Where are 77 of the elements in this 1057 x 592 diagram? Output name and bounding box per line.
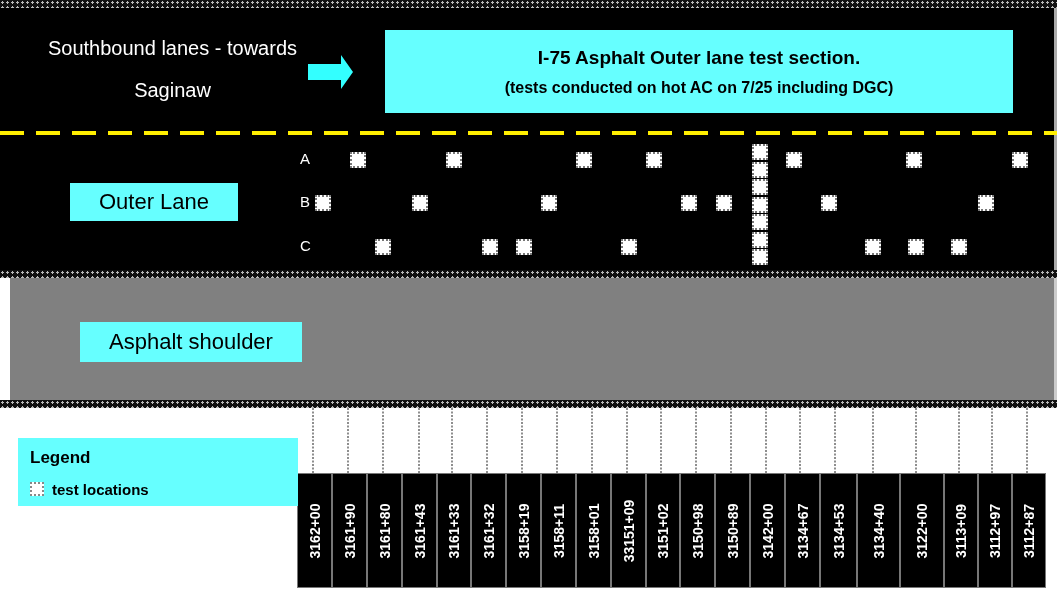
station-box bbox=[506, 473, 541, 588]
station-label: 3151+02 bbox=[655, 503, 671, 558]
station-box bbox=[785, 473, 820, 588]
area-label: Outer Lane bbox=[98, 189, 210, 215]
leader-line bbox=[730, 407, 732, 474]
station-label: 3158+01 bbox=[585, 503, 602, 558]
station-box bbox=[944, 473, 978, 588]
leader-line bbox=[660, 407, 662, 474]
station-label: 3161+43 bbox=[411, 503, 428, 558]
station-label: 3112+97 bbox=[987, 503, 1003, 558]
leader-line bbox=[915, 407, 917, 474]
leader-line bbox=[834, 407, 836, 474]
area-label: Asphalt shoulder bbox=[109, 329, 273, 355]
station-box bbox=[857, 473, 900, 588]
area-label-box bbox=[80, 322, 302, 362]
title-box bbox=[385, 30, 1013, 113]
leader-line bbox=[1026, 407, 1028, 474]
station-box bbox=[402, 473, 437, 588]
station-label: 33151+09 bbox=[620, 499, 637, 562]
station-label: 3150+89 bbox=[724, 503, 741, 558]
row-label: B bbox=[300, 193, 310, 210]
leader-line bbox=[765, 407, 767, 474]
station-label: 3161+90 bbox=[341, 503, 358, 558]
station-box bbox=[978, 473, 1012, 588]
station-label: 3113+09 bbox=[953, 503, 969, 558]
subtitle-text: (tests conducted on hot AC on 7/25 including DGC) bbox=[503, 78, 895, 97]
station-box bbox=[367, 473, 402, 588]
station-box bbox=[900, 473, 944, 588]
station-label: 3122+00 bbox=[914, 503, 930, 558]
title-text: I-75 Asphalt Outer lane test section. bbox=[536, 46, 862, 69]
leader-line bbox=[799, 407, 801, 474]
leader-line bbox=[451, 407, 453, 474]
station-label: 3134+53 bbox=[830, 503, 847, 558]
leader-line bbox=[991, 407, 993, 474]
leader-line bbox=[418, 407, 420, 474]
leader-line bbox=[312, 407, 314, 474]
leader-line bbox=[958, 407, 960, 474]
leader-line bbox=[486, 407, 488, 474]
station-label: 3161+33 bbox=[446, 503, 462, 558]
station-label: 3158+19 bbox=[515, 503, 532, 558]
station-box bbox=[715, 473, 750, 588]
station-box bbox=[297, 473, 332, 588]
leader-line bbox=[382, 407, 384, 474]
station-label: 3134+40 bbox=[870, 503, 887, 558]
station-box bbox=[750, 473, 785, 588]
station-box bbox=[471, 473, 506, 588]
leader-line bbox=[695, 407, 697, 474]
station-label: 3158+11 bbox=[550, 503, 567, 558]
area-label-box bbox=[70, 183, 238, 221]
row-label: C bbox=[300, 237, 311, 254]
station-box bbox=[576, 473, 611, 588]
station-box bbox=[680, 473, 715, 588]
station-label: 3161+80 bbox=[376, 503, 393, 558]
leader-line bbox=[556, 407, 558, 474]
legend-text: test locations bbox=[52, 481, 149, 498]
station-box bbox=[1012, 473, 1046, 588]
station-label: 3112+87 bbox=[1021, 503, 1037, 558]
legend-title: Legend bbox=[30, 448, 91, 468]
station-box bbox=[541, 473, 576, 588]
station-label: 3162+00 bbox=[306, 503, 323, 558]
station-box bbox=[332, 473, 367, 588]
row-label: A bbox=[300, 150, 310, 167]
leader-line bbox=[626, 407, 628, 474]
station-label: 3161+32 bbox=[480, 503, 497, 558]
station-box bbox=[437, 473, 471, 588]
station-box bbox=[611, 473, 646, 588]
block-arrow bbox=[308, 55, 353, 89]
lane-direction-text: Southbound lanes - towards Saginaw bbox=[46, 36, 299, 103]
station-label: 3150+98 bbox=[689, 503, 706, 558]
leader-line bbox=[347, 407, 349, 474]
leader-line bbox=[872, 407, 874, 474]
station-box bbox=[646, 473, 680, 588]
station-box bbox=[820, 473, 857, 588]
leader-line bbox=[591, 407, 593, 474]
station-label: 3142+00 bbox=[759, 503, 776, 558]
leader-line bbox=[521, 407, 523, 474]
station-label: 3134+67 bbox=[794, 503, 811, 558]
